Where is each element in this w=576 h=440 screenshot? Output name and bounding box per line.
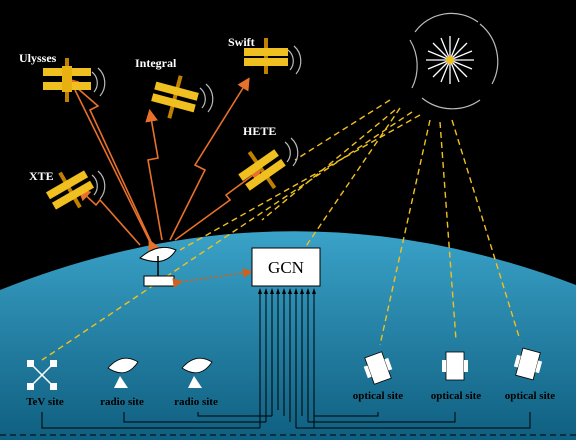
gcn-label: GCN bbox=[268, 258, 304, 277]
ground-site-label-tev: TeV site bbox=[26, 396, 64, 408]
ground-site-label-radio-2: radio site bbox=[174, 396, 218, 408]
tev-site-icon bbox=[27, 360, 57, 390]
radio-dish-icon bbox=[107, 357, 139, 388]
satellite-label-swift: Swift bbox=[228, 35, 255, 49]
gamma-ray-paths bbox=[41, 99, 521, 361]
telescope-icon bbox=[442, 351, 468, 381]
telescope-icon bbox=[363, 351, 393, 385]
satellite-ulysses bbox=[43, 58, 91, 102]
satellite-label-ulysses: Ulysses bbox=[19, 51, 57, 65]
ground-site-label-optical-2: optical site bbox=[431, 390, 482, 402]
gcn-box bbox=[251, 247, 321, 287]
telescope-icon bbox=[513, 347, 543, 381]
ground-site-label-optical-1: optical site bbox=[353, 390, 404, 402]
satellite-label-hete: HETE bbox=[243, 124, 276, 138]
satellite-integral bbox=[151, 75, 199, 119]
dish-to-gcn-link bbox=[172, 268, 253, 288]
satellite-hete bbox=[238, 149, 286, 191]
gcn-input-arrows bbox=[258, 288, 316, 294]
signal-wave-icons bbox=[91, 45, 302, 200]
gamma-ray-burst-icon bbox=[409, 12, 499, 110]
radio-dish-icon bbox=[181, 357, 213, 388]
satellite-label-xte: XTE bbox=[29, 169, 54, 183]
satellite-xte bbox=[45, 170, 95, 210]
ground-site-label-optical-3: optical site bbox=[505, 390, 556, 402]
satellite-downlinks bbox=[65, 77, 263, 254]
ground-site-label-radio-1: radio site bbox=[100, 396, 144, 408]
satellite-swift bbox=[244, 38, 288, 74]
satellite-label-integral: Integral bbox=[135, 56, 177, 70]
gcn-distribution-lines bbox=[41, 290, 531, 429]
